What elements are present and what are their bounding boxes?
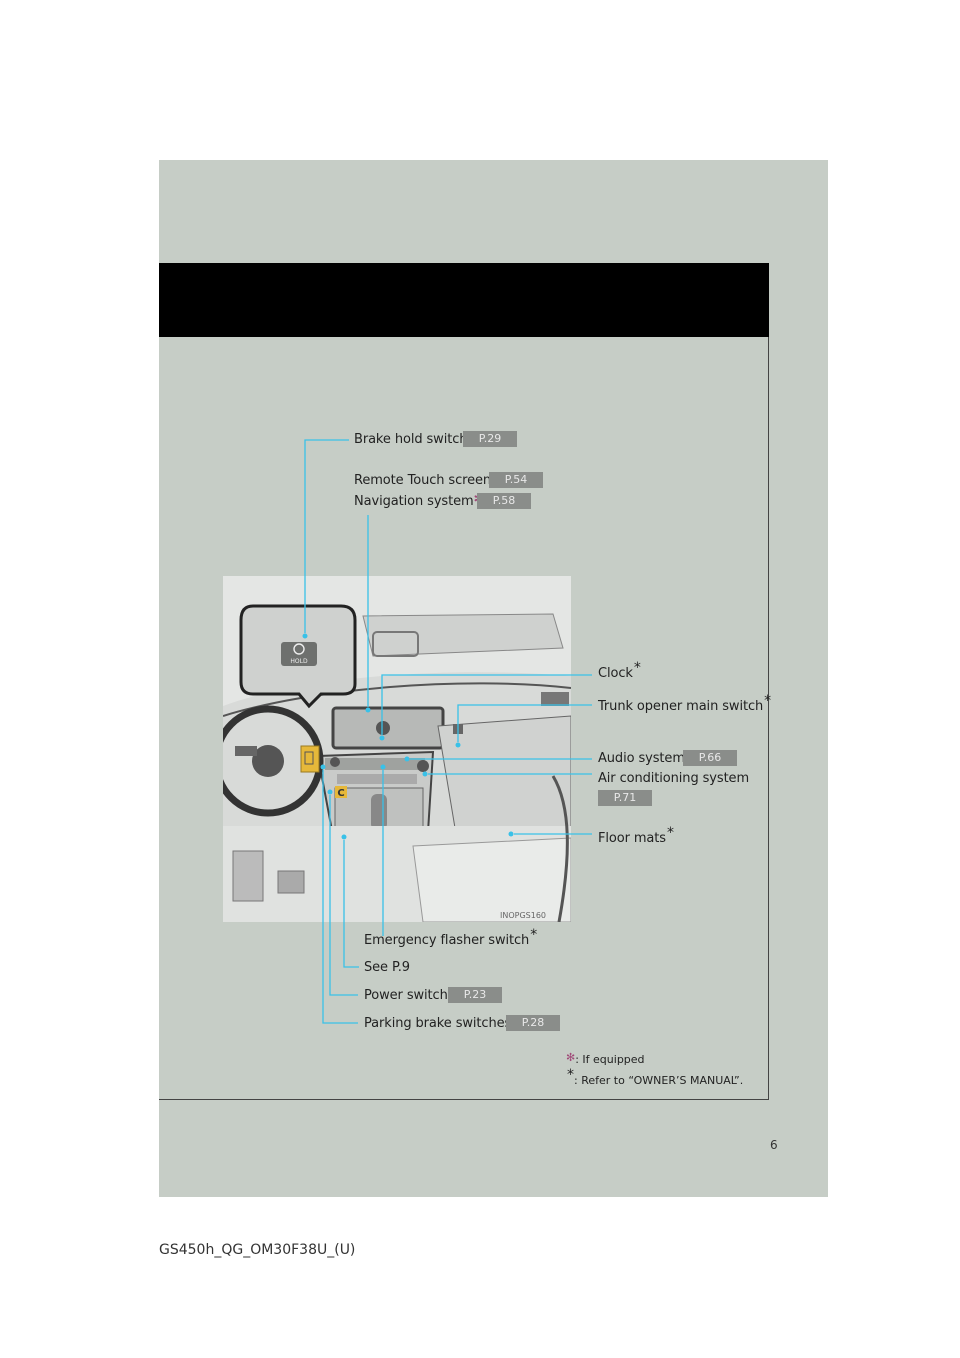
label-floor-mats-text: Floor mats [598, 831, 666, 846]
header-bar [159, 263, 769, 337]
label-trunk-opener-text: Trunk opener main switch [598, 699, 764, 714]
label-emergency-flasher: Emergency flasher switch* [364, 927, 537, 949]
label-trunk-opener: Trunk opener main switch* [598, 693, 771, 715]
label-clock: Clock* [598, 660, 641, 682]
label-floor-mats: Floor mats* [598, 825, 674, 847]
label-audio: Audio system [598, 751, 685, 766]
label-clock-text: Clock [598, 666, 633, 681]
document-id: GS450h_QG_OM30F38U_(U) [159, 1242, 356, 1258]
ref-remote-touch[interactable]: P.54 [489, 472, 543, 488]
frame-bottom-rule [159, 1099, 769, 1100]
label-brake-hold: Brake hold switch [354, 432, 468, 447]
leader-brake-hold [304, 439, 349, 633]
footnote-refer-manual: *: Refer to “OWNER’S MANUAL”. [566, 1067, 744, 1088]
manual-asterisk: * [567, 1067, 574, 1083]
label-navigation-text: Navigation system [354, 494, 474, 509]
ref-audio[interactable]: P.66 [683, 750, 737, 766]
manual-asterisk: * [530, 927, 538, 943]
manual-asterisk: * [666, 825, 674, 841]
if-equipped-mark: ✻ [566, 1051, 576, 1064]
ref-power-switch[interactable]: P.23 [448, 987, 502, 1003]
dashboard-photo: HOLD C INOPGS160 [223, 576, 571, 922]
image-code: INOPGS160 [500, 911, 546, 920]
label-power-switch: Power switch [364, 988, 448, 1003]
ref-brake-hold[interactable]: P.29 [463, 431, 517, 447]
label-see-page: See P.9 [364, 960, 410, 975]
manual-asterisk: * [764, 693, 772, 709]
label-parking-brake: Parking brake switches [364, 1016, 512, 1031]
label-remote-touch: Remote Touch screen [354, 473, 492, 488]
label-navigation: Navigation system✻ [354, 492, 484, 510]
footnote-if-equipped: ✻: If equipped [566, 1051, 645, 1066]
ref-air-conditioning[interactable]: P.71 [598, 790, 652, 806]
hold-button-text: HOLD [290, 658, 308, 665]
ref-parking-brake[interactable]: P.28 [506, 1015, 560, 1031]
label-emergency-flasher-text: Emergency flasher switch [364, 933, 530, 948]
ref-navigation[interactable]: P.58 [477, 493, 531, 509]
frame-right-rule [768, 337, 769, 1100]
manual-asterisk: * [633, 660, 641, 676]
footnote-refer-manual-text: : Refer to “OWNER’S MANUAL”. [574, 1074, 744, 1087]
label-air-conditioning: Air conditioning system [598, 771, 750, 786]
page-number: 6 [770, 1138, 778, 1152]
footnote-if-equipped-text: : If equipped [575, 1053, 645, 1066]
callout-letter: C [337, 788, 344, 799]
